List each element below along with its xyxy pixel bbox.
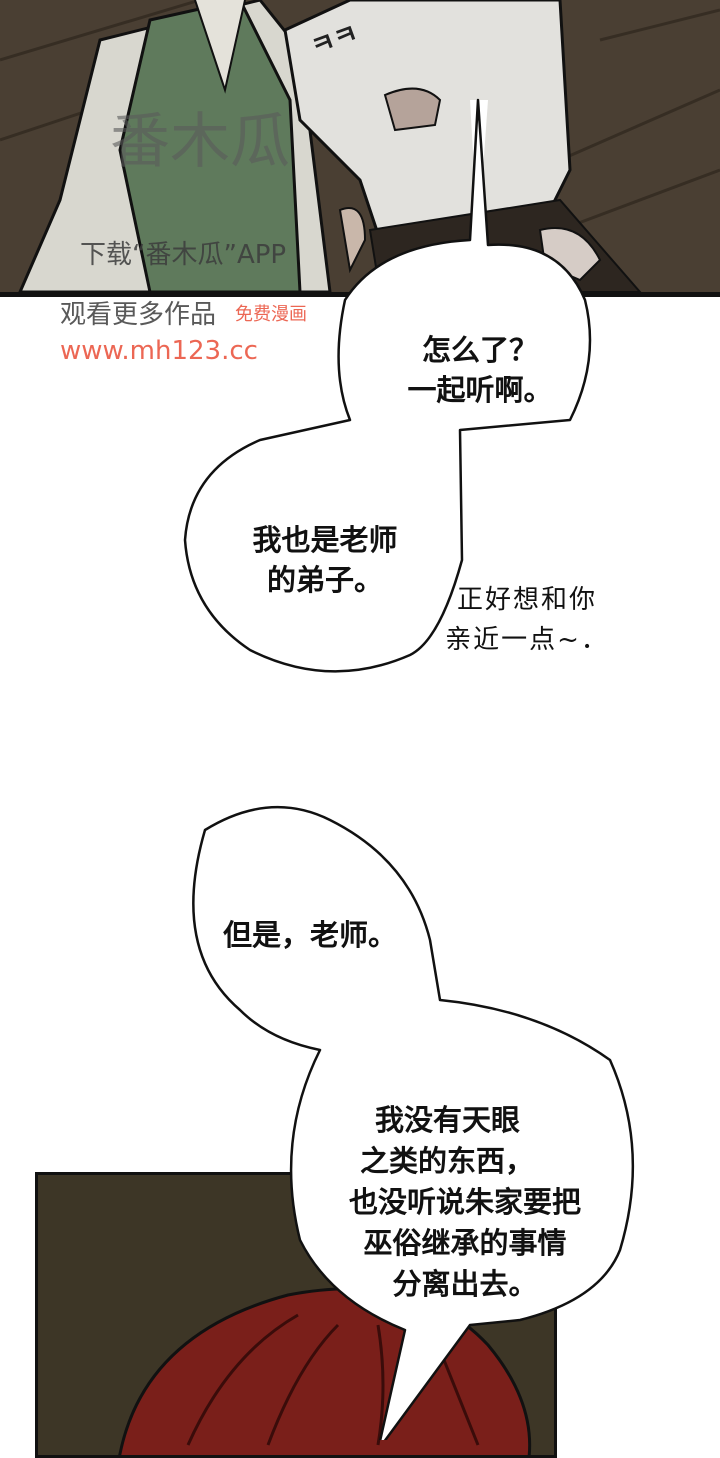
bubble-line: 的弟子。 [266,563,383,597]
aside-line: 正好想和你 [456,585,597,615]
watermark-site-name: 免费漫画 [235,304,307,325]
watermark-line2: 观看更多作品 [60,300,217,330]
bubble-line: 一起听啊。 [407,373,553,407]
watermark-logo: 番木瓜 [110,107,290,177]
bubble-line: 但是，老师。 [222,918,397,952]
bubble-line: 巫俗继承的事情 [363,1226,567,1260]
bubble-text-but-teacher: 但是，老师。 [200,915,420,955]
bubble-text-what-happened: 怎么了？ 一起听啊。 [380,330,580,410]
bubble-line: 分离出去。 [392,1267,538,1301]
aside-text: 正好想和你 亲近一点~． [432,580,622,660]
watermark-line1: 下载“番木瓜”APP [80,240,287,270]
bubble-line: 我没有天眼 [375,1103,521,1137]
bubble-line: 也没听说朱家要把 [348,1185,581,1219]
bubble-text-disciple: 我也是老师 的弟子。 [235,520,415,600]
bubble-line: 怎么了？ [421,333,538,367]
bubble-line: 之类的东西， [360,1144,535,1178]
watermark-url: www.mh123.cc [60,336,258,366]
speech-bubble-group-1 [183,98,592,673]
bubble-line: 我也是老师 [252,523,398,557]
bubble-text-no-heavenly-eye: 我没有天眼 之类的东西， 也没听说朱家要把 巫俗继承的事情 分离出去。 [320,1100,610,1305]
aside-line: 亲近一点~． [445,625,609,655]
